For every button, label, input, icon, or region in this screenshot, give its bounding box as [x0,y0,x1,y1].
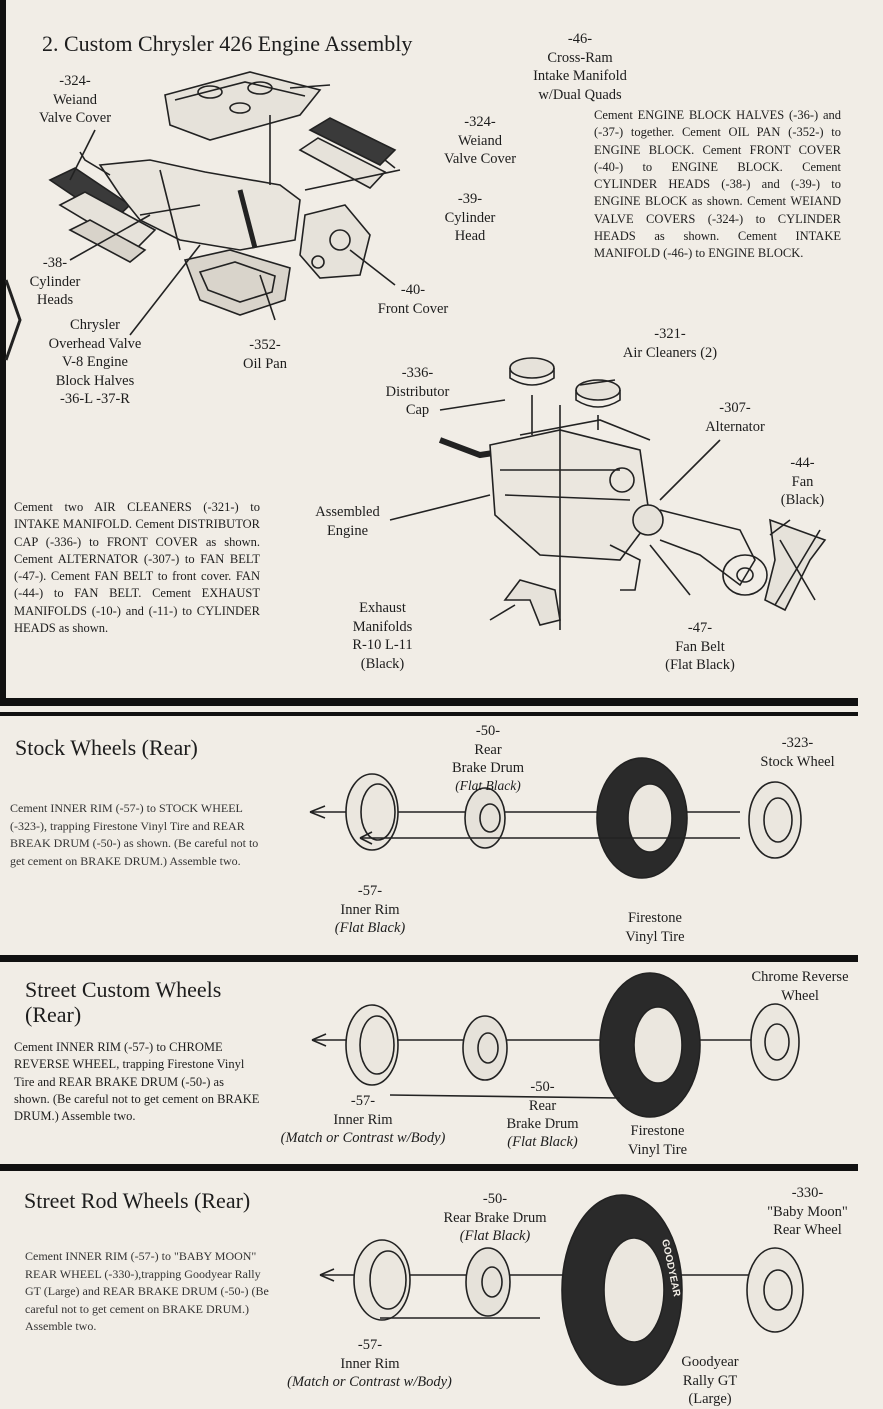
label-stock-tire: Firestone Vinyl Tire [625,910,685,945]
label-exhaust-manifolds: Exhaust Manifolds R-10 L-11 (Black) [352,600,413,672]
label-weiand-left: -324- Weiand Valve Cover [38,73,112,126]
stock-wheel-assembly-drawing [309,757,802,879]
note-rod-drum: (Flat Black) [459,1228,531,1244]
label-baby-moon-wheel: -330- "Baby Moon" Rear Wheel [767,1185,848,1238]
label-cylinder-head-right: -39- Cylinder Head [444,191,496,244]
label-oil-pan: -352- Oil Pan [243,337,287,372]
street-custom-instructions: Cement INNER RIM (-57-) to CHROME REVERS… [14,1040,260,1124]
section-rule-2 [0,955,858,962]
note-custom-drum: (Flat Black) [507,1134,578,1150]
assembled-engine-drawing [438,357,827,626]
stock-section-title: Stock Wheels (Rear) [15,735,198,760]
label-chrome-reverse-wheel: Chrome Reverse Wheel [751,969,849,1004]
label-engine-block: Chrysler Overhead Valve V-8 Engine Block… [48,317,142,407]
street-rod-assembly-drawing [319,1194,804,1386]
label-stock-wheel: -323- Stock Wheel [760,735,835,770]
label-rod-drum: -50- Rear Brake Drum [443,1191,547,1226]
note-rod-inner-rim: (Match or Contrast w/Body) [287,1374,452,1390]
street-rod-section-title: Street Rod Wheels (Rear) [24,1188,251,1213]
label-stock-inner-rim: -57- Inner Rim [340,883,400,918]
label-custom-drum: -50- Rear Brake Drum [506,1079,579,1132]
label-assembled-engine: Assembled Engine [315,504,380,539]
label-stock-drum: -50- Rear Brake Drum [451,723,525,776]
label-rod-inner-rim: -57- Inner Rim [340,1337,400,1372]
label-cross-ram: -46- Cross-Ram Intake Manifold w/Dual Qu… [533,31,627,103]
label-fan-belt: -47- Fan Belt (Flat Black) [665,620,735,673]
label-custom-tire: Firestone Vinyl Tire [627,1123,688,1158]
label-custom-inner-rim: -57- Inner Rim [333,1093,393,1128]
intake-manifold-drawing [164,71,322,141]
left-border [0,0,6,700]
label-rod-tire: Goodyear Rally GT (Large) [681,1354,739,1407]
section-rule-1b [0,712,858,716]
front-cover-drawing [299,204,371,279]
oil-pan-drawing [183,249,291,316]
note-stock-drum: (Flat Black) [455,778,521,793]
label-weiand-right: -324- Weiand Valve Cover [443,114,517,167]
label-air-cleaners: -321- Air Cleaners (2) [622,326,718,361]
stock-instructions: Cement INNER RIM (-57-) to STOCK WHEEL (… [10,801,259,868]
valve-cover-left-drawing [48,167,157,263]
section-rule-1 [0,698,858,706]
note-custom-inner-rim: (Match or Contrast w/Body) [280,1130,446,1146]
valve-cover-right-drawing [298,117,397,189]
street-custom-assembly-drawing [311,972,800,1118]
engine-instructions-2: Cement two AIR CLEANERS (-321-) to INTAK… [14,500,260,636]
label-distributor-cap: -336- Distributor Cap [385,365,450,418]
label-fan: -44- Fan (Black) [780,455,825,508]
label-alternator: -307- Alternator [705,400,765,435]
engine-section-title: 2. Custom Chrysler 426 Engine Assembly [42,31,413,56]
label-cylinder-heads-left: -38- Cylinder Heads [29,255,81,308]
section-rule-3 [0,1164,858,1171]
label-front-cover: -40- Front Cover [377,282,449,317]
engine-instructions-1: Cement ENGINE BLOCK HALVES (-36-) and (-… [594,108,841,261]
street-rod-instructions: Cement INNER RIM (-57-) to "BABY MOON" R… [25,1249,269,1333]
street-custom-section-title: Street Custom Wheels (Rear) [25,977,222,1027]
note-stock-inner-rim: (Flat Black) [334,920,406,936]
